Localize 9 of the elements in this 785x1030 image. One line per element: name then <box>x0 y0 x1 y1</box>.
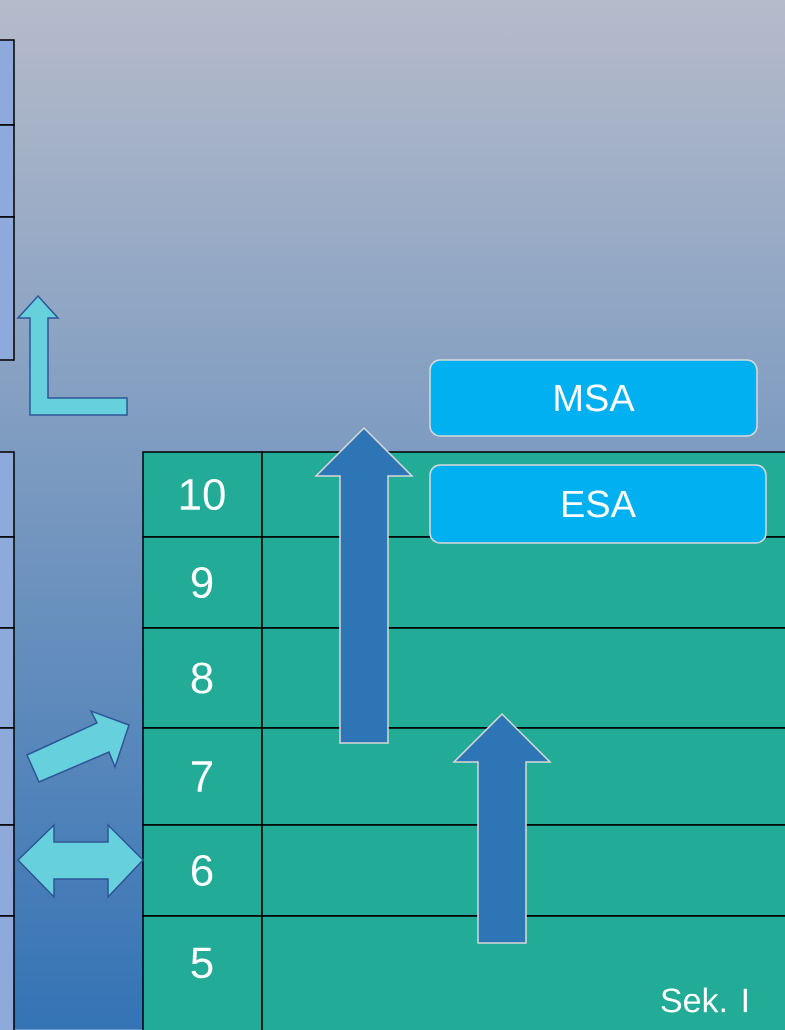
grade-number: 9 <box>191 566 213 599</box>
grade-number: 6 <box>192 854 213 887</box>
label-box: MSA <box>429 359 758 437</box>
label-box: ESA <box>429 464 767 544</box>
grade-number: 7 <box>192 761 212 792</box>
grade-number: 5 <box>191 947 213 979</box>
school-level-label: Sek. I <box>661 987 747 1013</box>
grade-number: 8 <box>191 662 213 694</box>
grade-number: 10 <box>180 478 225 511</box>
